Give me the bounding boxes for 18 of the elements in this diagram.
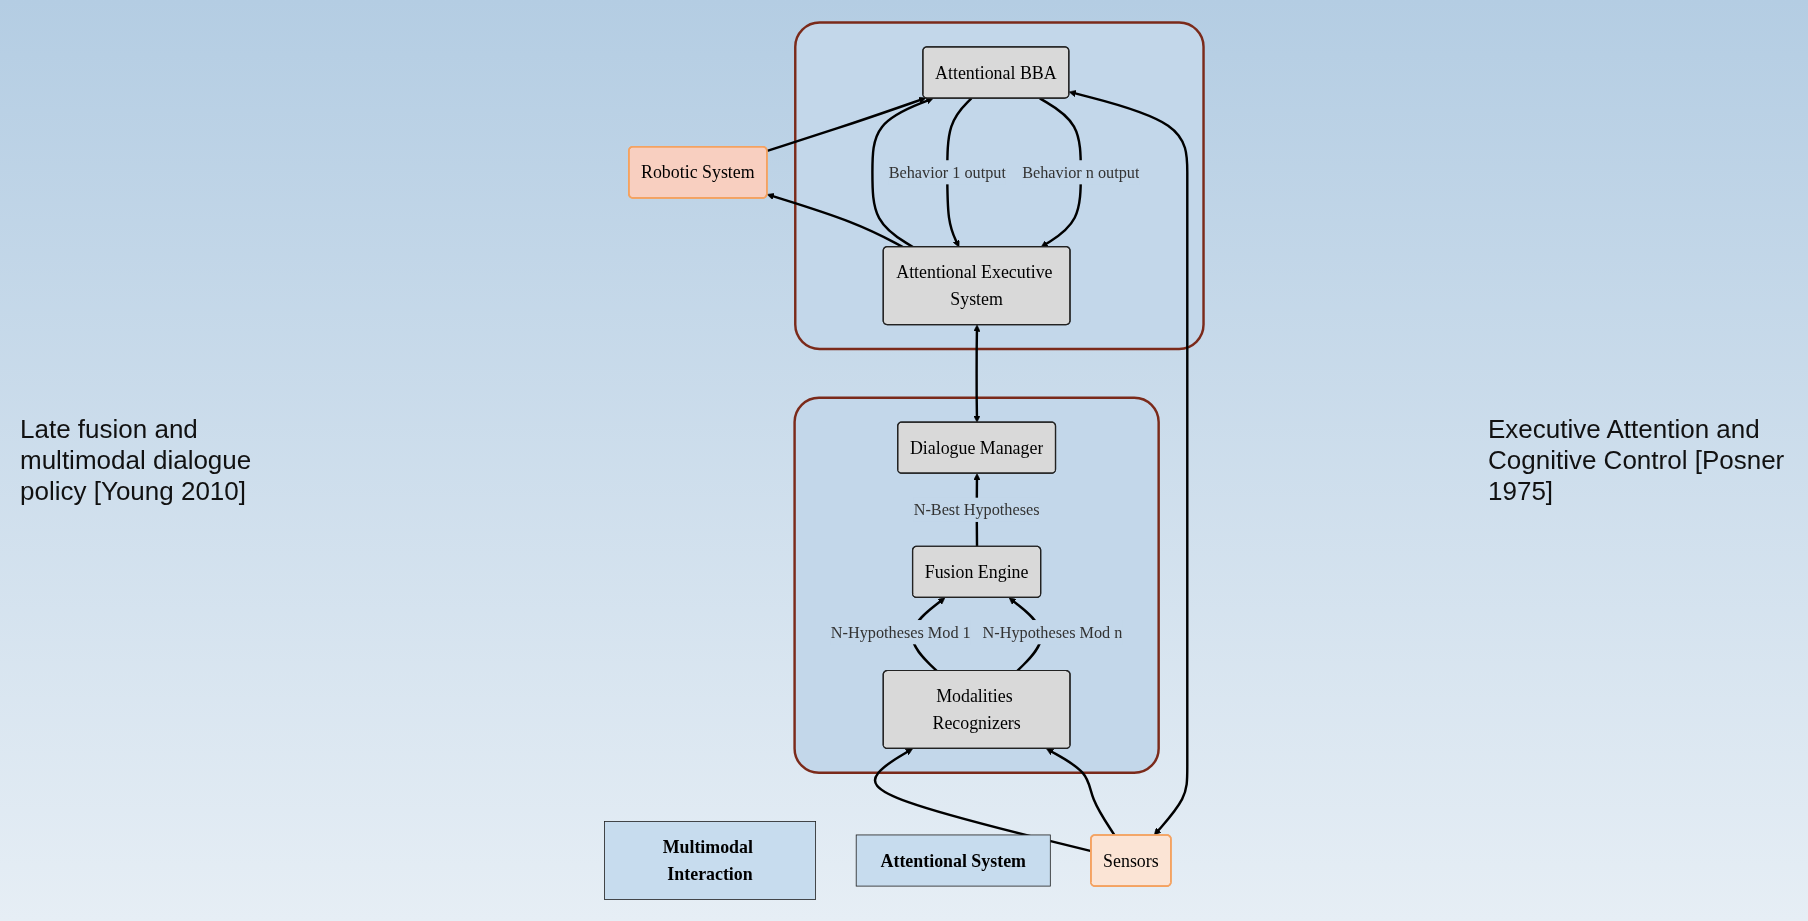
edge-label: N-Hypotheses Mod 1 (830, 622, 971, 641)
cluster (793, 395, 1160, 774)
note-text: Executive Attention and Cognitive Control [Posner 1975] (1488, 414, 1786, 507)
edge-label: Behavior n output (1022, 162, 1140, 181)
node-box: Multimodal Interaction (604, 820, 816, 900)
arrow (1039, 96, 1083, 247)
edge-label: Behavior 1 output (888, 162, 1006, 181)
arrow (871, 96, 934, 248)
edge-label: N-Best Hypotheses (913, 500, 1040, 519)
arrow (766, 192, 904, 248)
arrow (1068, 89, 1189, 835)
note-text: Late fusion and multimodal dialogue policy [Young 2010] (20, 414, 253, 507)
cluster (794, 20, 1205, 350)
edge-label: N-Hypotheses Mod n (982, 622, 1123, 641)
arrow (973, 324, 981, 422)
arrow (766, 96, 926, 152)
arrow (1046, 748, 1116, 836)
node-box: Attentional System (855, 834, 1051, 886)
